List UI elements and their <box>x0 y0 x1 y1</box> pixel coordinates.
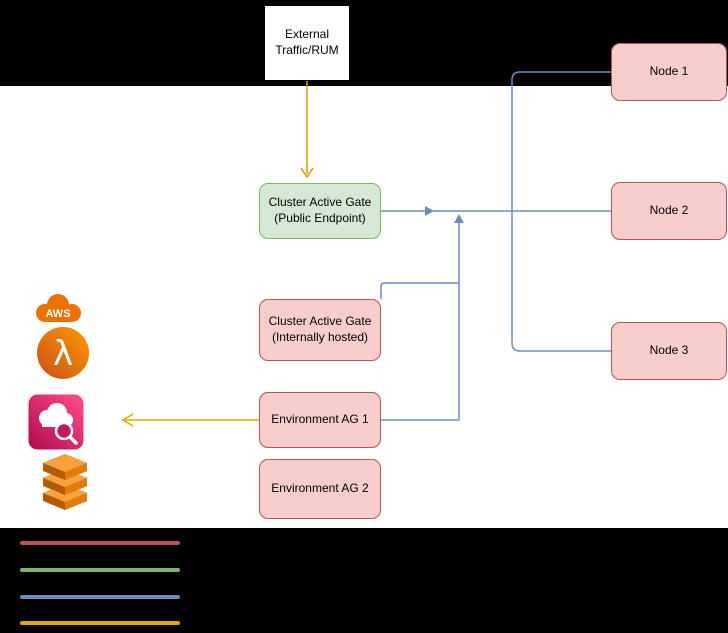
legend-green-line <box>20 568 180 572</box>
arrowhead-down-icon <box>300 167 314 179</box>
environment-ag-2-box: Environment AG 2 <box>259 459 381 519</box>
legend-red-line <box>20 541 180 545</box>
arrowhead-right-icon <box>425 206 434 216</box>
connector-internal-gate-to-junction <box>380 282 459 299</box>
legend-blue-line <box>20 595 180 599</box>
aws-cloud-label: AWS <box>45 308 70 320</box>
magnifier-icon <box>54 421 74 441</box>
lambda-glyph: λ <box>53 334 73 374</box>
aws-stack-icon <box>43 454 87 510</box>
node-1-box: Node 1 <box>611 43 727 101</box>
cluster-active-gate-public-box: Cluster Active Gate (Public Endpoint) <box>259 183 381 239</box>
node-2-box: Node 2 <box>611 182 727 240</box>
cluster-active-gate-internal-box: Cluster Active Gate (Internally hosted) <box>259 299 381 361</box>
magnifier-handle <box>68 435 78 445</box>
connector-bracket-to-node1 <box>511 71 611 211</box>
external-traffic-box: External Traffic/RUM <box>264 5 350 81</box>
aws-cloud-icon: AWS <box>36 294 81 322</box>
lambda-icon: λ <box>37 327 89 379</box>
stack-layer <box>43 454 87 480</box>
connector-bracket-to-node3 <box>511 211 611 352</box>
environment-ag-1-box: Environment AG 1 <box>259 392 381 448</box>
connector-envag1-to-junction <box>381 216 460 421</box>
arrowhead-up-icon <box>454 214 464 223</box>
node-3-box: Node 3 <box>611 322 727 380</box>
arrowhead-left-icon <box>121 413 134 427</box>
cloud-glyph <box>39 403 73 427</box>
cloudwatch-icon <box>28 394 84 450</box>
legend-yellow-line <box>20 621 180 625</box>
